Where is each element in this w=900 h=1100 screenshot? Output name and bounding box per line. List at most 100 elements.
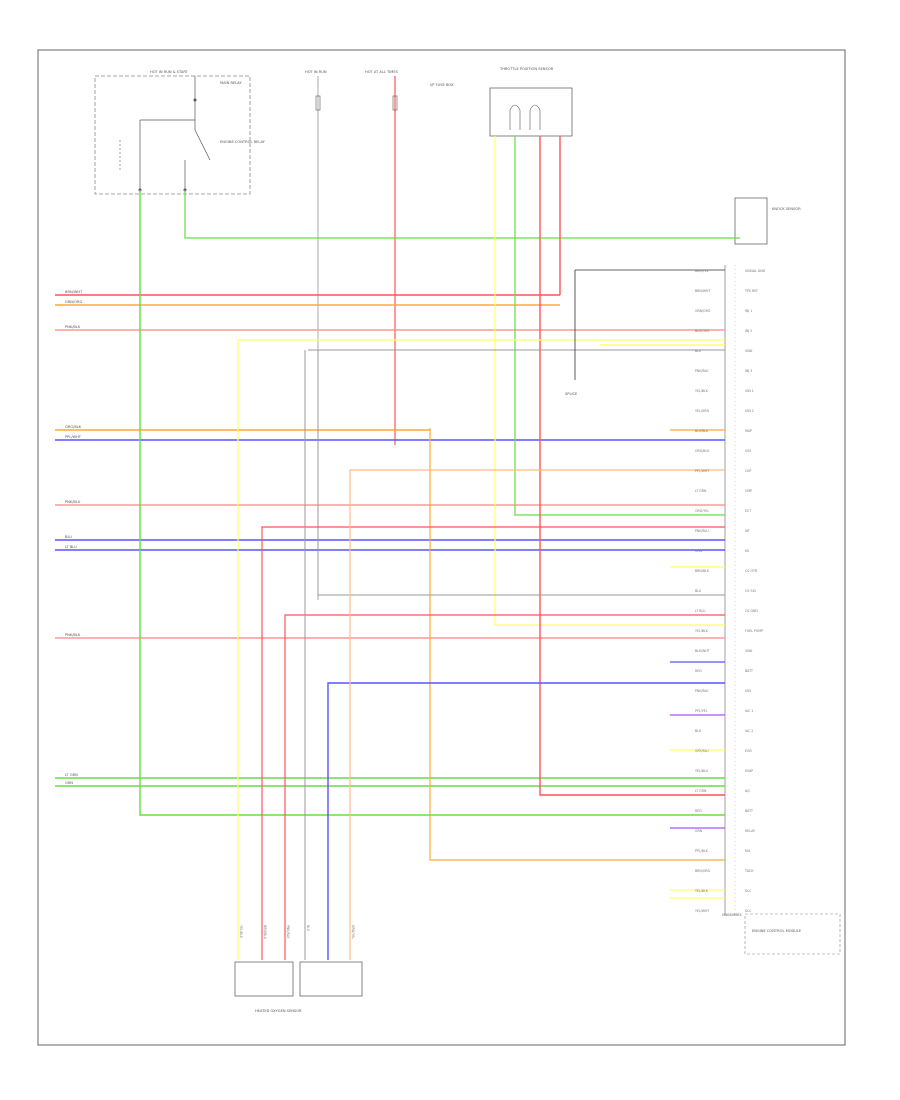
ecm-title: ENGINE CONTROL MODULE xyxy=(752,929,802,933)
o2-sensor-title: HEATED OXYGEN SENSOR xyxy=(255,1009,302,1013)
ecm-pin-label-18: FUEL PUMP xyxy=(745,629,763,633)
ecm-pin-label-24: EGR xyxy=(745,749,752,753)
ecm-wire-label-14: GRN xyxy=(695,549,703,553)
ecm-wire-label-2: GRN/ORG xyxy=(695,309,711,313)
ecm-pin-label-5: INJ 3 xyxy=(745,369,752,373)
knock-sensor-wire xyxy=(184,190,740,239)
ecm-wire-label-20: RED xyxy=(695,669,702,673)
ecm-wire-label-6: YEL/BLK xyxy=(695,389,709,393)
ecm-wire-label-4: BLK xyxy=(695,349,702,353)
bottom-wire-label-2: PNK/BLK xyxy=(286,925,290,939)
ecm-wire-label-24: GRY/BLU xyxy=(695,749,709,753)
left-wire-label-2: PNK/BLK xyxy=(65,325,81,329)
red-bottom-wire xyxy=(261,526,725,960)
ecm-wire-label-13: PNK/BLU xyxy=(695,529,709,533)
relay-green-wire xyxy=(139,190,725,816)
ecm-wire-label-21: PNK/BLK xyxy=(695,689,709,693)
bottom-wire-label-1: BRN/BLK xyxy=(263,925,267,940)
orange-drop-wire xyxy=(429,428,725,861)
fuse-a-title: HOT IN RUN xyxy=(305,70,327,74)
bottom-wire-label-0: YEL/BLK xyxy=(239,925,243,939)
ecm-pin-label-11: CMP xyxy=(745,489,752,493)
ecm-pin-label-22: IAC 1 xyxy=(745,709,753,713)
fuse-b: HOT AT ALL TIMES I/P FUSE BOX xyxy=(365,70,454,445)
blue-bottom-wire xyxy=(327,682,725,960)
ecm-wire-label-29: PPL/BLK xyxy=(695,849,709,853)
red-bottom-wire-2 xyxy=(284,614,725,960)
ecm-wire-label-1: BRN/WHT xyxy=(695,289,710,293)
ecm-wire-label-28: GRN xyxy=(695,829,703,833)
ecm-pin-label-29: MIL xyxy=(745,849,751,853)
wire-group xyxy=(55,136,740,960)
ecm-pin-label-9: VSS xyxy=(745,449,751,453)
fuse-b-title: HOT AT ALL TIMES xyxy=(365,70,399,74)
ecm-wire-label-18: YEL/BLK xyxy=(695,629,709,633)
engine-relay-label: ENGINE CONTROL RELAY xyxy=(220,140,266,144)
ecm-wire-label-22: PPL/YEL xyxy=(695,709,708,713)
ecm-wire-label-12: ORG/YEL xyxy=(695,509,709,513)
ecm-wire-label-0: BRN/YEL xyxy=(695,269,709,273)
main-relay-title: HOT IN RUN & START xyxy=(150,70,189,74)
ecm-pin-label-6: IGN 1 xyxy=(745,389,754,393)
ecm-pin-label-32: DLC xyxy=(745,909,752,913)
ecm-pin-label-27: BATT xyxy=(745,809,753,813)
ecm-wire-label-9: ORG/BLK xyxy=(695,449,710,453)
ecm-pin-label-30: TACH xyxy=(744,869,754,873)
fuse-note: I/P FUSE BOX xyxy=(430,83,454,87)
engine-control-module: ENGINE CONTROL MODULE G4040M05 xyxy=(722,265,841,955)
ecm-pin-label-16: O2 SIG xyxy=(745,589,757,593)
ecm-pin-label-15: O2 HTR xyxy=(745,569,758,573)
ecm-wire-label-30: BRN/ORG xyxy=(695,869,711,873)
ecm-pin-label-0: SIGNAL GND xyxy=(745,269,766,273)
diagram-code: G4040M05 xyxy=(722,913,742,917)
ecm-pin-label-28: RELAY xyxy=(745,829,755,833)
diagram-frame xyxy=(37,49,846,1046)
ecm-wire-label-8: BLU/BLK xyxy=(695,429,709,433)
left-wire-label-0: BRN/WHT xyxy=(65,290,83,294)
left-wire-labels: BRN/WHT GRN/ORG PNK/BLK ORG/BLK PPL/WHT PNK/B… xyxy=(65,290,83,785)
tps-red-wire xyxy=(539,136,725,796)
ecm-pin-label-31: DLC xyxy=(745,889,752,893)
fuse-a: HOT IN RUN xyxy=(305,70,327,600)
ecm-pin-label-14: KS xyxy=(745,549,749,553)
ecm-pin-label-26: A/C xyxy=(745,789,751,793)
ecm-wire-label-32: YEL/WHT xyxy=(695,909,709,913)
ecm-wire-label-26: LT GRN xyxy=(695,789,707,793)
ecm-pin-label-13: IAT xyxy=(745,529,750,533)
ecm-wire-label-15: BRN/BLK xyxy=(695,569,710,573)
left-wire-label-6: BLU xyxy=(65,535,72,539)
ecm-pin-label-25: EVAP xyxy=(745,769,753,773)
tps-green-wire xyxy=(514,136,725,516)
ecm-wire-label-7: YEL/GRN xyxy=(695,409,709,413)
ecm-pin-label-8: MAP xyxy=(745,429,752,433)
fuse-a-gray-wire xyxy=(317,350,725,596)
left-wire-label-4: PPL/WHT xyxy=(65,435,82,439)
ecm-wire-label-11: LT GRN xyxy=(695,489,707,493)
main-relay-sub: MAIN RELAY xyxy=(220,81,242,85)
left-wire-label-3: ORG/BLK xyxy=(65,425,82,429)
ecm-pin-label-17: O2 GND xyxy=(745,609,758,613)
left-wire-label-8: PNK/BLK xyxy=(65,633,81,637)
ecm-wire-label-31: YEL/BLK xyxy=(695,889,709,893)
ecm-pin-label-2: INJ 1 xyxy=(745,309,752,313)
ecm-pin-label-21: IGN xyxy=(745,689,751,693)
ecm-wire-label-25: YEL/BLU xyxy=(695,769,709,773)
ecm-pin-label-12: ECT xyxy=(745,509,751,513)
bottom-wire-label-4: ORG/YEL xyxy=(351,925,355,939)
ecm-pin-labels: BRN/YEL SIGNAL GND BRN/WHT TPS REF GRN/ORG IN… xyxy=(695,269,766,913)
tps-yellow-wire xyxy=(494,136,725,626)
ecm-wire-label-23: BLU xyxy=(695,729,702,733)
main-relay-box: HOT IN RUN & START MAIN RELAY ENGINE CON… xyxy=(94,70,266,195)
ecm-pin-label-20: BATT xyxy=(745,669,753,673)
left-wire-label-1: GRN/ORG xyxy=(65,300,83,304)
left-wire-label-7: LT BLU xyxy=(65,545,77,549)
ecm-pin-label-10: CKP xyxy=(745,469,751,473)
ecm-pin-label-1: TPS REF xyxy=(744,289,758,293)
heated-oxygen-sensor: HEATED OXYGEN SENSOR xyxy=(234,961,363,1013)
ecm-pin-label-19: GND xyxy=(745,649,753,653)
left-wire-label-10: GRN xyxy=(65,781,73,785)
ecm-pin-label-7: IGN 2 xyxy=(745,409,754,413)
ecm-wire-label-10: PPL/WHT xyxy=(695,469,709,473)
left-wire-label-5: PNK/BLU xyxy=(65,500,81,504)
